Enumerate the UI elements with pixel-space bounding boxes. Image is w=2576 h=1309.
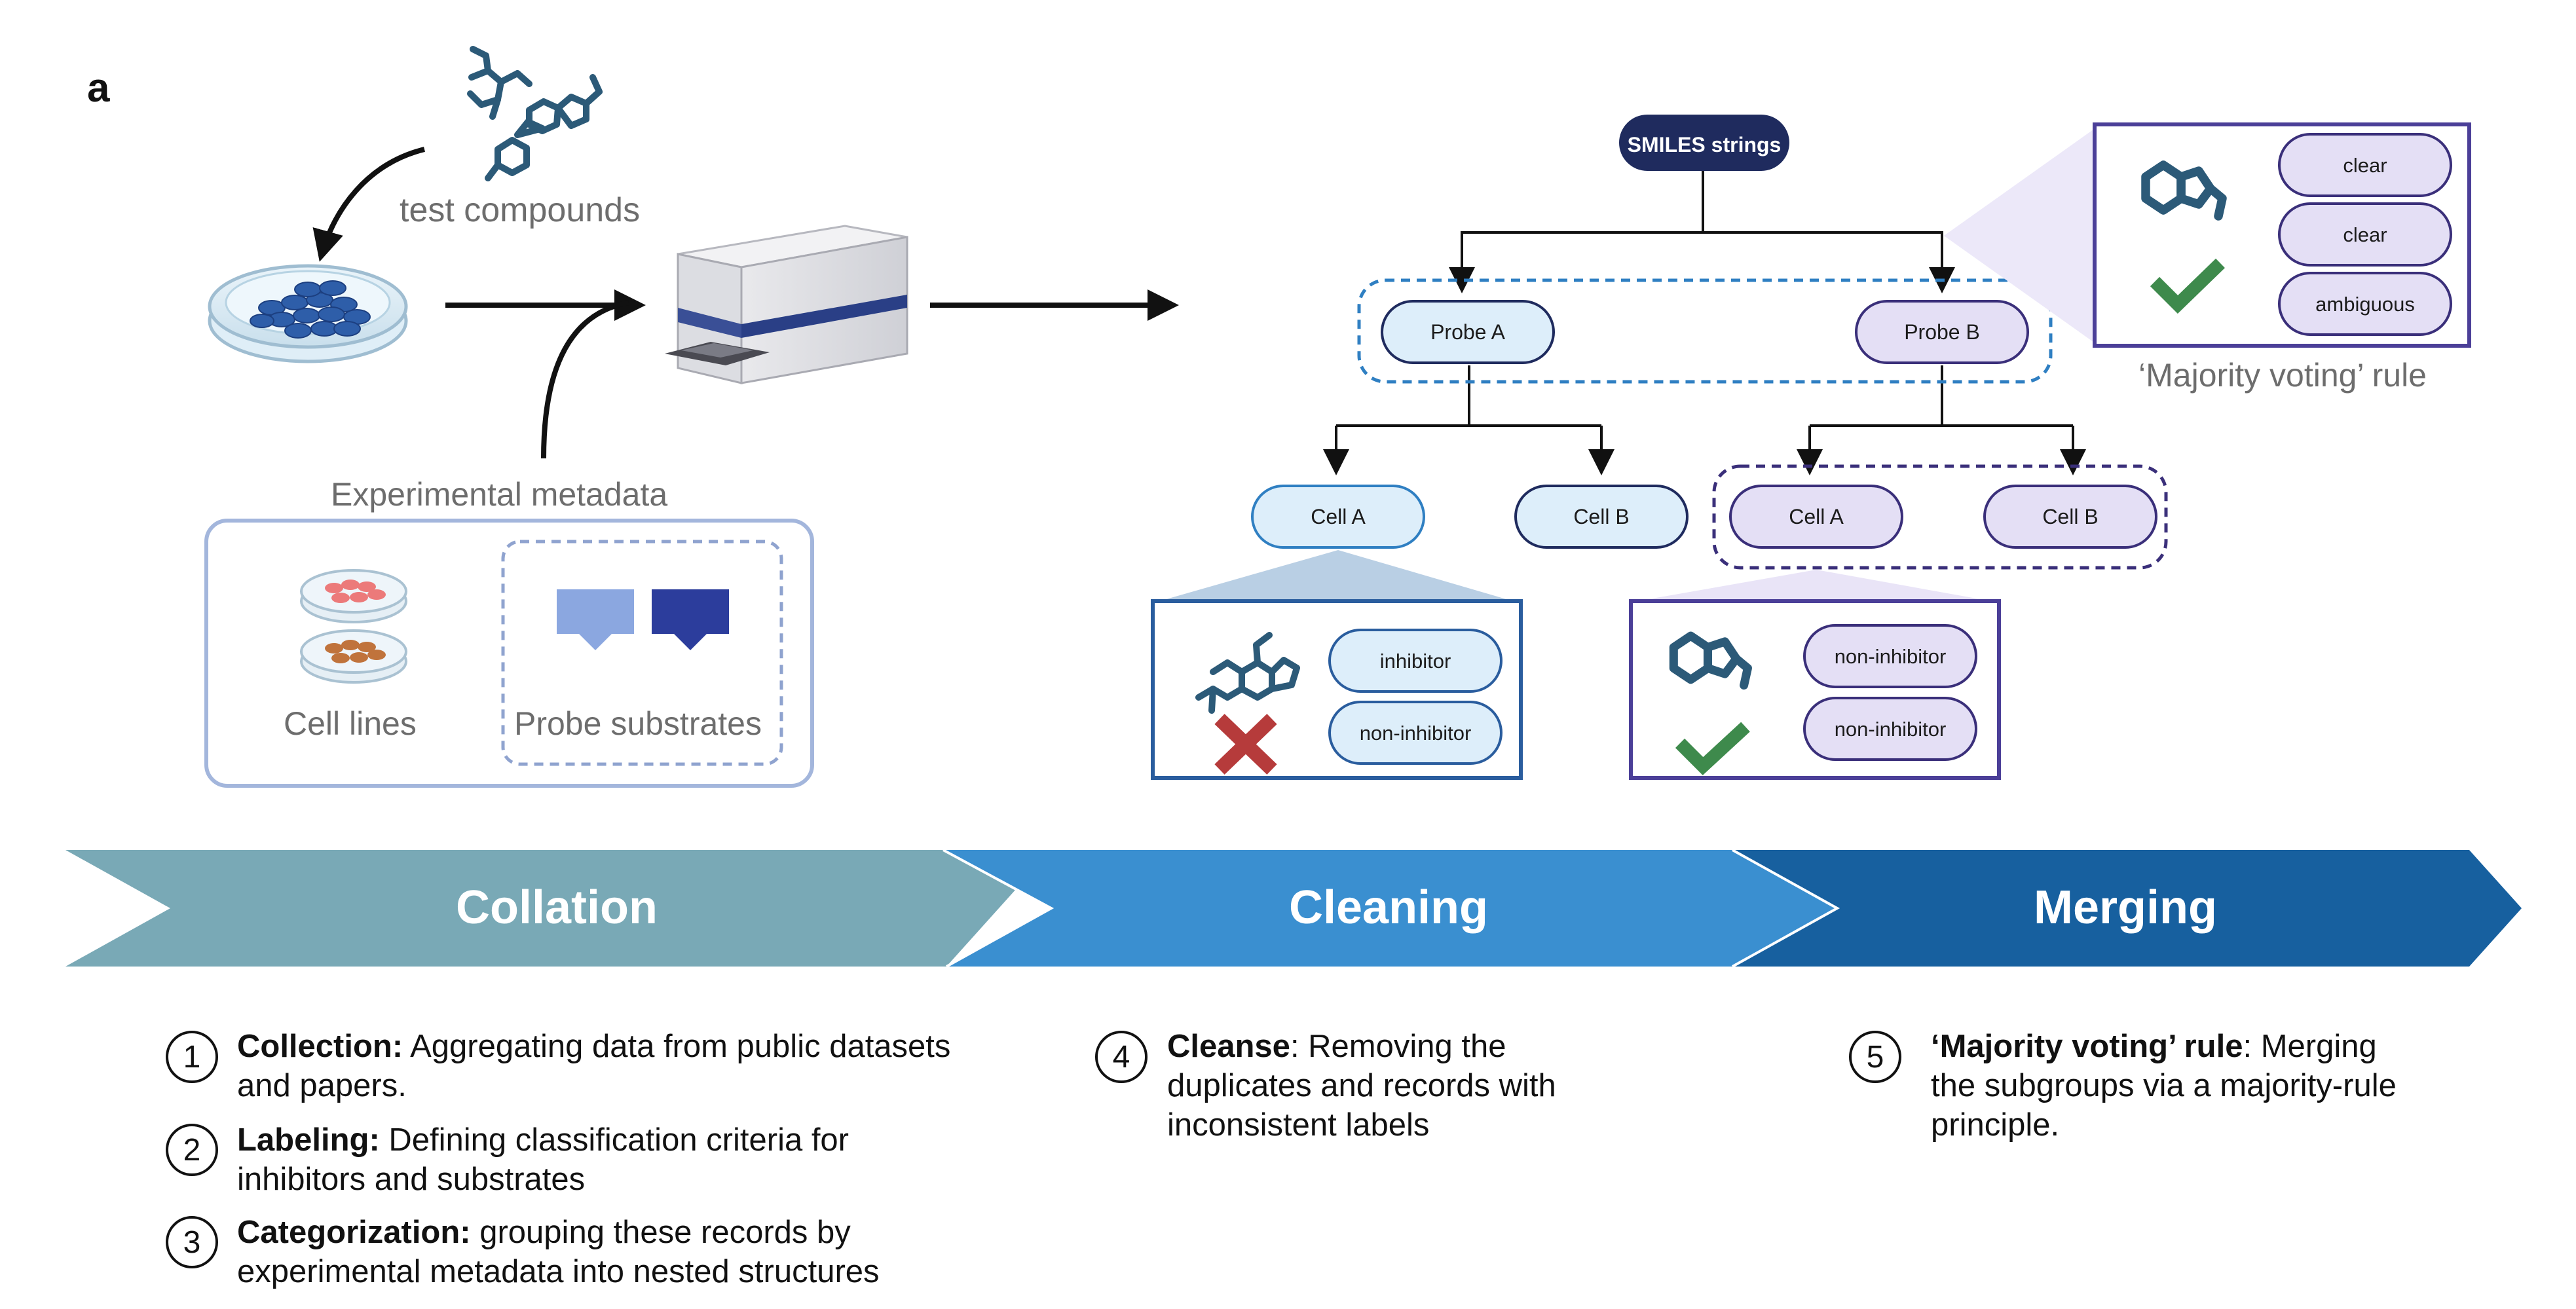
step-body: : Removing the duplicates and records wi…	[1167, 1029, 1556, 1143]
probe-a-node	[1381, 300, 1555, 364]
step-number: 5	[1849, 1031, 1901, 1083]
step-body: Aggregating data from public datasets an…	[237, 1029, 951, 1103]
cell-b-left-label: Cell B	[1573, 505, 1629, 528]
cell-level-group-right	[1712, 464, 2168, 570]
majority-voting-caption: ‘Majority voting’ rule	[2138, 357, 2427, 394]
label-pill-text: non-inhibitor	[1835, 645, 1947, 668]
stage-label-cleaning: Cleaning	[1289, 881, 1488, 934]
step-title: Categorization:	[237, 1215, 471, 1250]
label-pill-text: non-inhibitor	[1360, 722, 1472, 745]
step-number: 4	[1095, 1031, 1148, 1083]
cell-lines-label: Cell lines	[284, 705, 417, 742]
cell-a-left-label: Cell A	[1311, 505, 1366, 528]
label-pill	[1803, 624, 1977, 688]
probe-level-group	[1357, 278, 2053, 384]
check-icon	[1675, 722, 1750, 775]
cell-a-right-node	[1729, 485, 1903, 549]
step-title: Cleanse	[1167, 1029, 1290, 1064]
step-description: Cleanse: Removing the duplicates and rec…	[1167, 1027, 1626, 1145]
step-description: Collection: Aggregating data from public…	[237, 1027, 958, 1105]
cell-b-right-label: Cell B	[2042, 505, 2098, 528]
merge-label-text: clear	[2343, 154, 2387, 177]
stage-label-merging: Merging	[2034, 881, 2217, 934]
cell-b-right-node	[1983, 485, 2157, 549]
merge-label-text: clear	[2343, 223, 2387, 246]
smiles-root-node	[1619, 115, 1789, 171]
merge-label-pill	[2278, 202, 2452, 267]
stage-divider	[943, 849, 1055, 968]
cell-b-left-node	[1514, 485, 1689, 549]
step-body: : Merging the subgroups via a majority-r…	[1931, 1029, 2397, 1143]
experimental-metadata-label: Experimental metadata	[331, 476, 667, 513]
inset-right-wedge	[1637, 570, 1991, 601]
step-title: Labeling:	[237, 1122, 380, 1158]
inset-left-wedge	[1159, 550, 1513, 601]
cell-a-right-label: Cell A	[1789, 505, 1844, 528]
merge-label-pill	[2278, 272, 2452, 336]
cell-lines-icon	[300, 569, 407, 684]
merge-label-pill	[2278, 133, 2452, 197]
stage-merging	[1732, 850, 2522, 967]
test-compounds-label: test compounds	[400, 191, 640, 229]
cross-icon	[1214, 714, 1277, 775]
step-number: 3	[166, 1216, 218, 1268]
merge-label-text: ambiguous	[2315, 293, 2415, 316]
step-number: 1	[166, 1031, 218, 1083]
smiles-root-label: SMILES strings	[1628, 133, 1782, 157]
plate-reader-icon	[665, 225, 908, 384]
compound-to-dish-arrow	[312, 147, 425, 262]
cell-a-left-node	[1251, 485, 1425, 549]
step-description: ‘Majority voting’ rule: Merging the subg…	[1931, 1027, 2416, 1145]
label-pill-text: non-inhibitor	[1835, 718, 1947, 741]
stage-collation	[65, 850, 1051, 967]
probe-b-node	[1855, 300, 2029, 364]
label-pill	[1328, 629, 1503, 693]
metadata-box	[204, 519, 814, 788]
check-icon	[2150, 258, 2225, 314]
metadata-to-reader-arrow	[541, 300, 629, 459]
step-body: Defining classification criteria for inh…	[237, 1122, 849, 1197]
label-pill	[1328, 701, 1503, 765]
petri-dish-icon	[208, 264, 408, 363]
step-number: 2	[166, 1124, 218, 1176]
step-title: ‘Majority voting’ rule	[1931, 1029, 2243, 1064]
label-pill	[1803, 697, 1977, 761]
step-description: Categorization: grouping these records b…	[237, 1213, 944, 1291]
stage-cleaning	[943, 850, 1837, 967]
tree-connectors	[1323, 169, 2086, 475]
step-title: Collection:	[237, 1029, 403, 1064]
probe-substrates-box	[501, 540, 783, 766]
probe-a-label: Probe A	[1430, 320, 1506, 344]
step-body: grouping these records by experimental m…	[237, 1215, 880, 1289]
label-pill-text: inhibitor	[1380, 650, 1451, 673]
step-description: Labeling: Defining classification criter…	[237, 1120, 892, 1199]
merge-inset-wedge	[1944, 128, 2096, 344]
probe-substrates-icon	[557, 589, 729, 650]
test-compound-molecules-icon	[467, 46, 603, 181]
stage-label-collation: Collation	[456, 881, 658, 934]
probe-b-label: Probe B	[1904, 320, 1980, 344]
stage-divider	[1732, 849, 1840, 968]
probe-substrates-label: Probe substrates	[514, 705, 762, 742]
panel-label: a	[87, 65, 110, 111]
molecule-icon	[1195, 632, 1300, 714]
